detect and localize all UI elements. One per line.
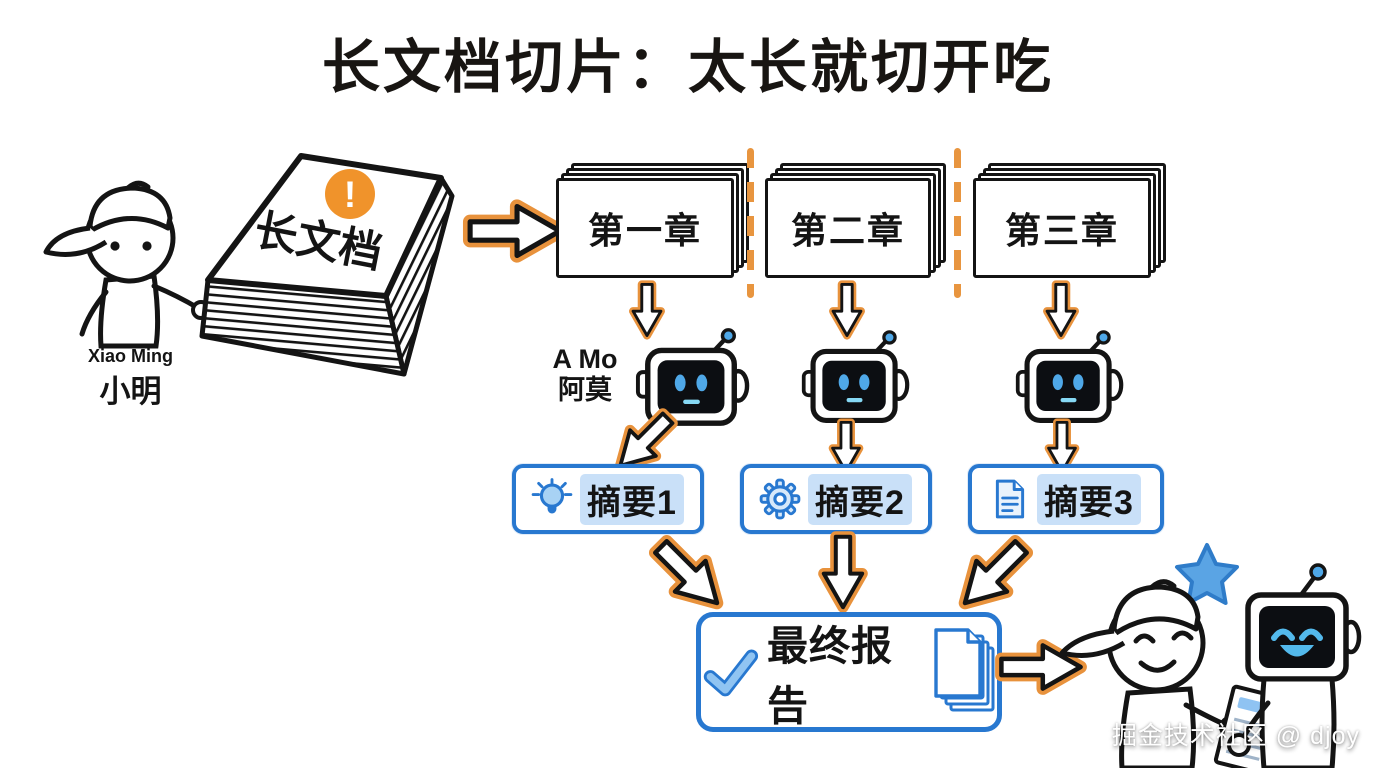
summary-3-label: 摘要3 xyxy=(1037,473,1141,525)
star-icon xyxy=(1175,543,1239,605)
splitter-dashed-line xyxy=(747,148,754,298)
summary-2-label: 摘要2 xyxy=(808,473,912,525)
celebration-scene xyxy=(1059,543,1362,768)
chapter-1-label: 第一章 xyxy=(587,210,702,251)
robot-name-label: A Mo 阿莫 xyxy=(552,344,618,406)
person-xiaoming-figure xyxy=(43,180,211,349)
person-name-zh: 小明 xyxy=(99,374,162,409)
summary-1-label: 摘要1 xyxy=(580,473,684,525)
person-name-en: Xiao Ming xyxy=(88,346,173,366)
splitter-dashed-line xyxy=(954,148,961,298)
exclamation-badge-icon: ! xyxy=(325,169,375,219)
final-report-label: 最终报告 xyxy=(767,623,893,729)
summary-2-box: 摘要2 xyxy=(740,464,932,534)
watermark-text: 掘金技术社区 @ djoy xyxy=(1111,722,1360,750)
chapter-card-3: 第三章 xyxy=(973,163,1166,278)
long-document-book: ! 长文档 xyxy=(199,153,455,377)
cap-icon xyxy=(1111,584,1201,636)
chapter-card-2: 第二章 xyxy=(765,163,946,278)
stacked-pages-icon xyxy=(934,628,995,712)
chapter-2-label: 第二章 xyxy=(790,210,905,251)
robot-icon xyxy=(800,330,910,425)
arrow-down-icon xyxy=(815,532,871,612)
arrow-right-icon xyxy=(464,198,566,264)
robot-icon xyxy=(1014,330,1124,425)
chapter-card-1: 第一章 xyxy=(556,163,749,278)
document-icon xyxy=(995,479,1025,519)
page-title: 长文档切片：太长就切开吃 xyxy=(321,35,1054,100)
chapter-3-label: 第三章 xyxy=(1004,210,1119,251)
cap-icon xyxy=(87,185,173,233)
summary-3-box: 摘要3 xyxy=(968,464,1164,534)
checkmark-icon xyxy=(703,649,759,697)
happy-robot-figure xyxy=(1227,563,1362,768)
svg-text:!: ! xyxy=(344,174,356,215)
happy-person-figure xyxy=(1059,579,1241,768)
summary-1-box: 摘要1 xyxy=(512,464,704,534)
gear-icon xyxy=(759,478,801,520)
final-report-box: 最终报告 xyxy=(696,612,1002,732)
lightbulb-icon xyxy=(531,478,573,514)
